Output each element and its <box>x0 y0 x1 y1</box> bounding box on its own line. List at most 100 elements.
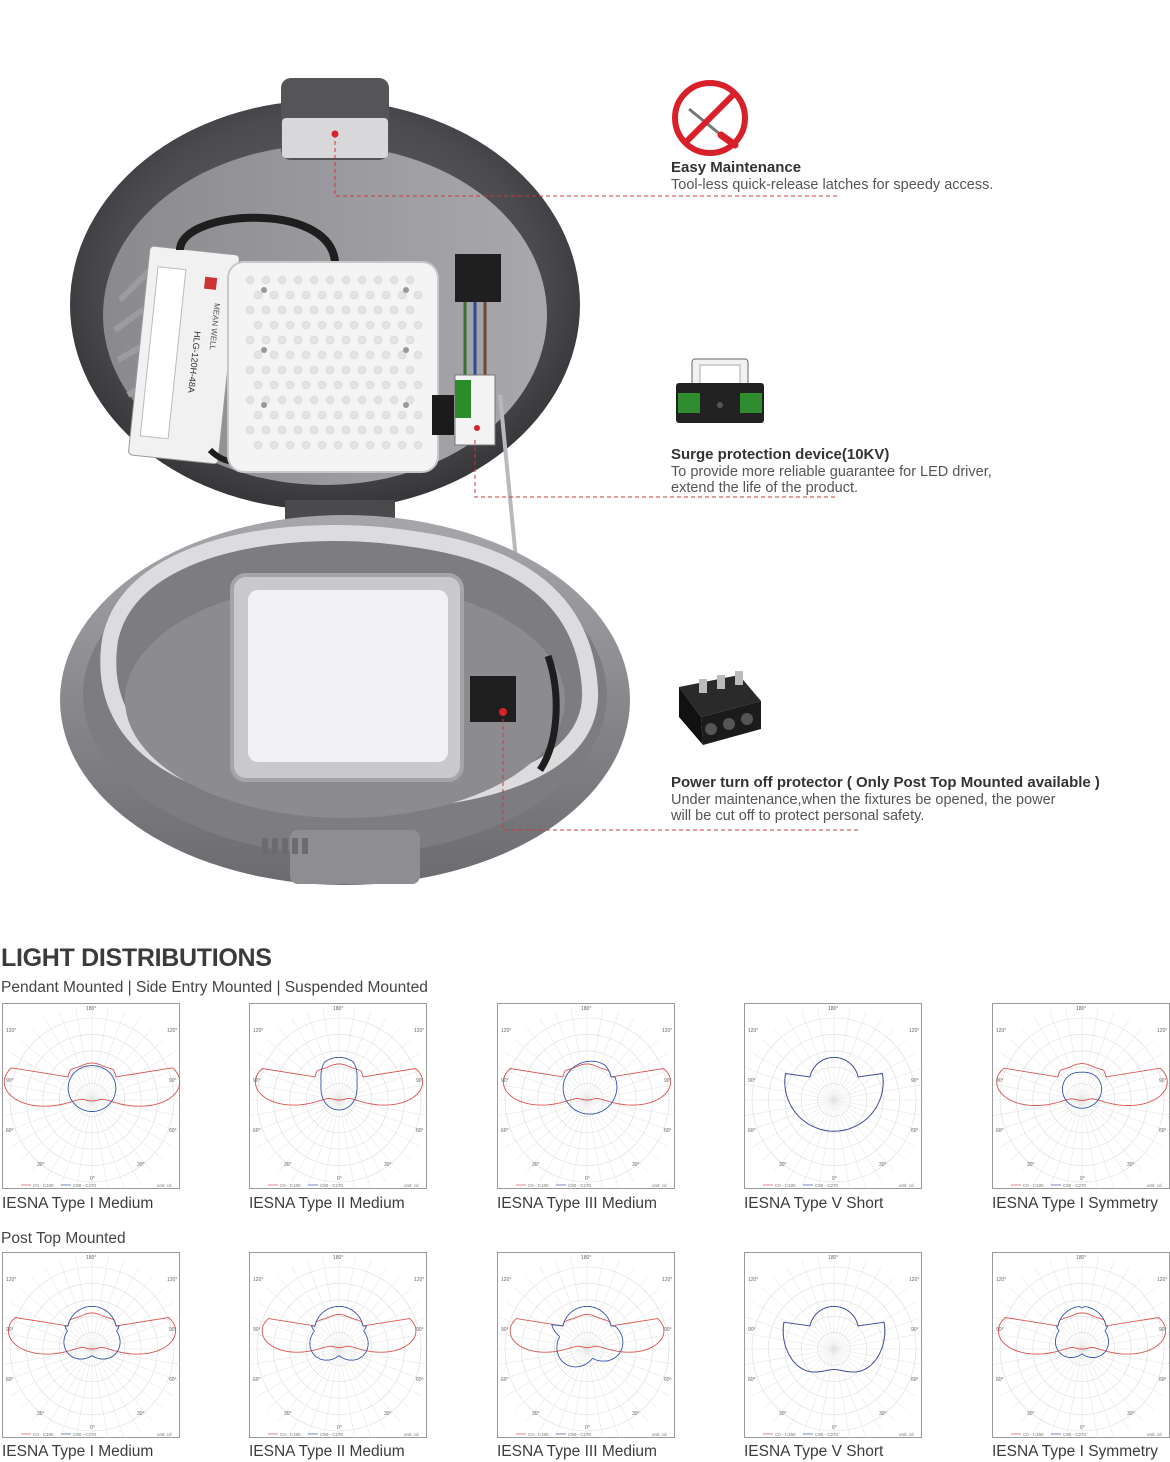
upper-housing: MEAN WELL HLG-120H-48A <box>70 78 580 510</box>
grid-radial <box>338 1348 428 1382</box>
angle-label: 30° <box>37 1411 45 1417</box>
angle-label: 120° <box>414 1028 424 1034</box>
light-distributions-heading: LIGHT DISTRIBUTIONS <box>1 944 272 972</box>
angle-label: 180° <box>581 1255 591 1261</box>
angle-label: 0° <box>832 1425 837 1431</box>
angle-label: 60° <box>911 1128 919 1134</box>
polar-diagram-caption: IESNA Type I Symmetry <box>992 1443 1158 1460</box>
angle-label: 30° <box>1027 1411 1035 1417</box>
grid-radial <box>1081 1276 1143 1350</box>
grid-radial <box>833 1348 923 1365</box>
angle-label: 120° <box>501 1028 511 1034</box>
angle-label: 120° <box>909 1028 919 1034</box>
grid-radial <box>250 1099 340 1133</box>
grid-radial <box>91 1084 181 1101</box>
grid-radial <box>1081 1267 1130 1350</box>
grid-radial <box>3 1333 93 1350</box>
grid-radial <box>1081 1348 1155 1410</box>
grid-radial <box>31 1027 93 1101</box>
grid-radial <box>278 1099 340 1173</box>
grid-radial <box>338 1260 372 1350</box>
grid-radial <box>833 1084 923 1101</box>
grid-radial <box>257 1348 340 1397</box>
grid-radial <box>586 1348 669 1397</box>
grid-radial <box>91 1260 125 1350</box>
grid-radial <box>570 1007 588 1101</box>
grid-radial <box>505 1348 588 1397</box>
grid-radial <box>801 1260 835 1350</box>
angle-label: 60° <box>748 1377 756 1383</box>
group1-label: Pendant Mounted | Side Entry Mounted | S… <box>1 979 428 996</box>
grid-radial <box>993 1067 1083 1101</box>
grid-radial <box>1049 1099 1083 1189</box>
grid-radial <box>833 1267 882 1350</box>
grid-radial <box>44 1267 93 1350</box>
grid-radial <box>586 1301 669 1350</box>
grid-radial <box>278 1276 340 1350</box>
polar-diagram-caption: IESNA Type I Medium <box>2 1195 154 1212</box>
grid-radial <box>539 1018 588 1101</box>
grid-radial <box>10 1348 93 1397</box>
grid-radial <box>338 1007 356 1101</box>
curve-c0-c180 <box>7 1312 177 1355</box>
grid-radial <box>833 1099 916 1148</box>
feature-text: Under maintenance,when the fixtures be o… <box>671 792 1056 808</box>
grid-radial <box>1081 1333 1170 1350</box>
grid-radial <box>554 1011 588 1101</box>
legend-c0: C0 - C180 <box>280 1432 301 1437</box>
grid-radial <box>586 1039 660 1101</box>
grid-radial <box>322 1099 340 1190</box>
grid-radial <box>773 1348 835 1422</box>
feature-title: Easy Maintenance <box>671 159 802 176</box>
angle-label: 60° <box>911 1377 919 1383</box>
grid-radial <box>570 1256 588 1350</box>
angle-label: 60° <box>501 1128 509 1134</box>
curve-c0-c180 <box>996 1063 1168 1106</box>
grid-radial <box>19 1288 93 1350</box>
grid-radial <box>993 1333 1083 1350</box>
grid-radial <box>1081 1018 1130 1101</box>
legend-c90: C90 - C270 <box>568 1183 592 1188</box>
grid-radial <box>1081 1348 1143 1422</box>
grid-radial <box>586 1084 676 1101</box>
grid-radial <box>75 1099 93 1190</box>
polar-diagram-plot: 180°120°120°90°90°60°60°30°30°0°C0 - C18… <box>250 1005 428 1190</box>
grid-radial <box>1000 1052 1083 1101</box>
led-driver: MEAN WELL HLG-120H-48A <box>128 245 240 465</box>
grid-radial <box>3 1348 93 1382</box>
grid-radial <box>1021 1276 1083 1350</box>
polar-diagram: 180°120°120°90°90°60°60°30°30°0°C0 - C18… <box>249 1252 428 1439</box>
grid-radial <box>786 1099 835 1182</box>
curve-c0-c180 <box>261 1313 417 1353</box>
grid-radial <box>1081 1348 1130 1431</box>
grid-radial <box>539 1348 588 1431</box>
angle-label: 30° <box>284 1411 292 1417</box>
grid-radial <box>833 1348 851 1439</box>
grid-radial <box>745 1067 835 1101</box>
grid-radial <box>31 1276 93 1350</box>
legend-c90: C90 - C270 <box>815 1432 839 1437</box>
grid-radial <box>250 1333 340 1350</box>
grid-radial <box>833 1067 923 1101</box>
grid-radial <box>773 1276 835 1350</box>
grid-radial <box>761 1348 835 1410</box>
angle-label: 90° <box>1159 1078 1167 1084</box>
grid-radial <box>257 1099 340 1148</box>
grid-radial <box>91 1276 153 1350</box>
grid-radial <box>1009 1039 1083 1101</box>
grid-radial <box>91 1256 109 1350</box>
group2-label: Post Top Mounted <box>1 1230 126 1247</box>
angle-label: 60° <box>169 1128 177 1134</box>
grid-radial <box>1034 1018 1083 1101</box>
grid-radial <box>250 1348 340 1365</box>
angle-label: 0° <box>337 1425 342 1431</box>
grid-radial <box>1081 1348 1170 1365</box>
grid-radial <box>1049 1011 1083 1101</box>
angle-label: 30° <box>137 1411 145 1417</box>
grid-radial <box>514 1039 588 1101</box>
grid-radial <box>993 1348 1083 1382</box>
curve-c90-c270 <box>63 1305 121 1360</box>
grid-radial <box>338 1348 400 1422</box>
grid-radial <box>833 1007 851 1101</box>
legend-c0: C0 - C180 <box>1023 1432 1044 1437</box>
